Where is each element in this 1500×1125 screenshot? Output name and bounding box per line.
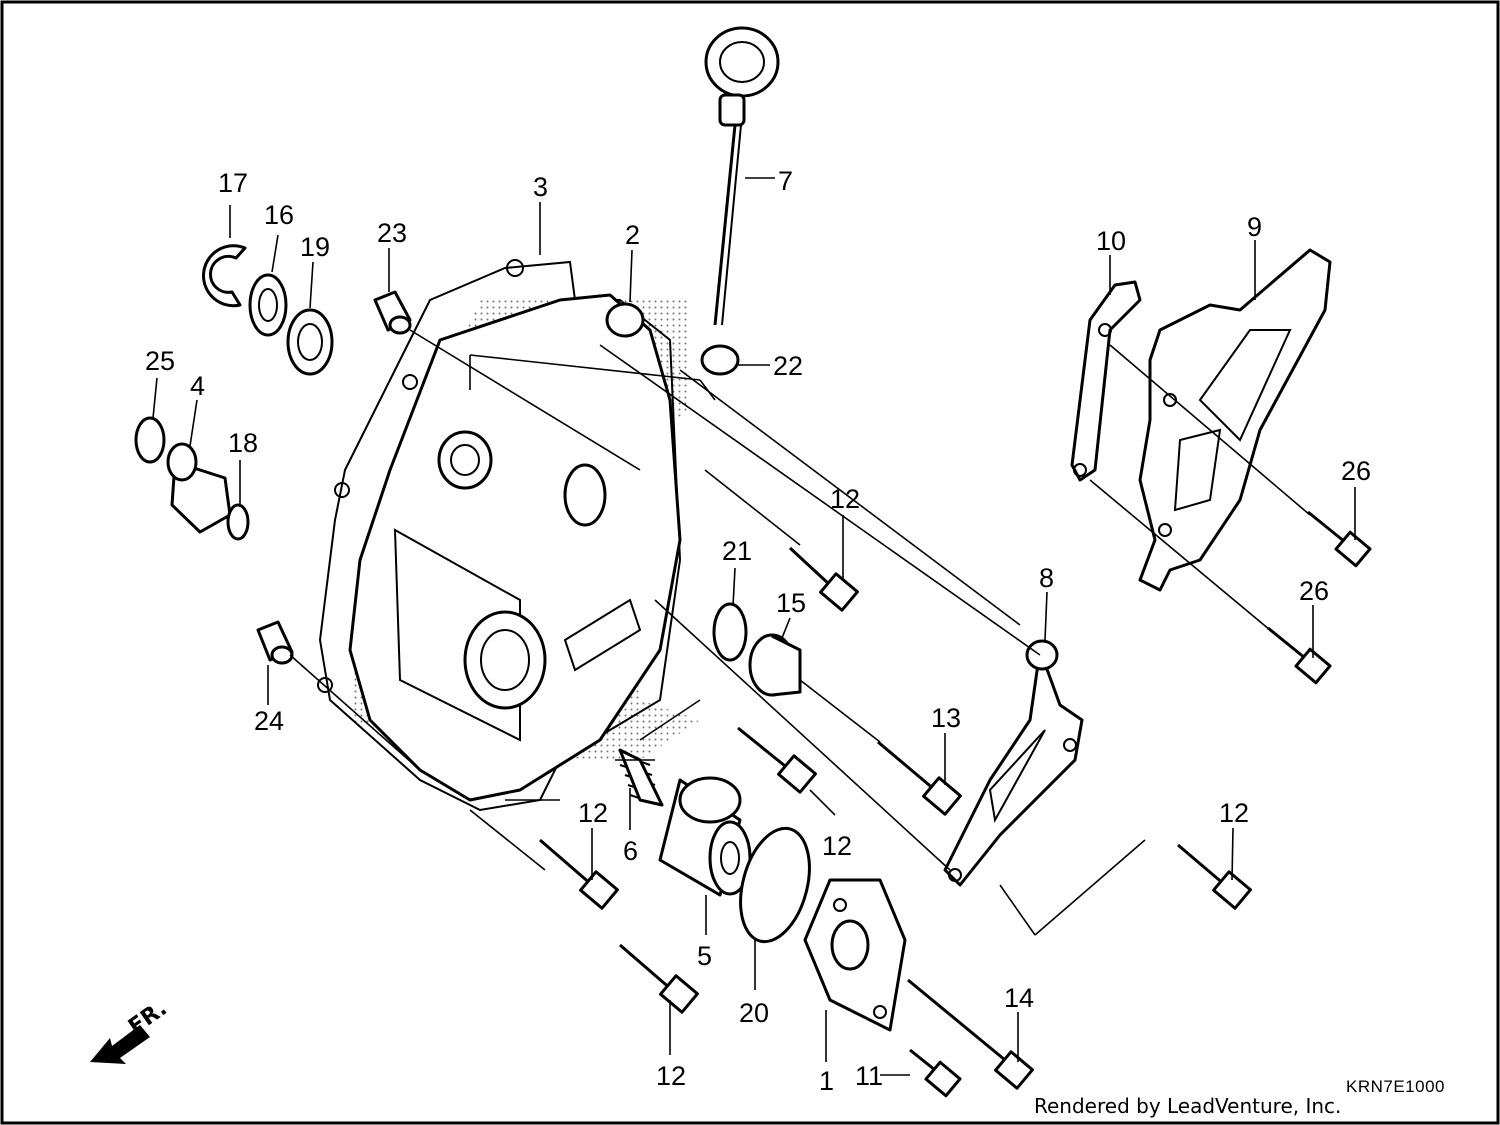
callout-11: 11 <box>855 1061 883 1091</box>
callout-19: 19 <box>300 232 330 262</box>
left-crankcase-cover <box>348 293 682 802</box>
o-ring-22 <box>700 344 740 376</box>
callout-20: 20 <box>739 998 769 1028</box>
callout-25: 25 <box>145 346 175 376</box>
o-ring-21 <box>712 602 748 662</box>
callout-24: 24 <box>254 706 284 736</box>
callout-8: 8 <box>1039 563 1054 593</box>
callout-12-left: 12 <box>578 798 608 828</box>
callout-26-upper: 26 <box>1341 456 1371 486</box>
oil-seal-19 <box>286 308 334 376</box>
callout-22: 22 <box>773 351 803 381</box>
washer-18 <box>226 503 250 541</box>
callout-7: 7 <box>778 166 793 196</box>
callout-12-upper: 12 <box>830 484 860 514</box>
callout-21: 21 <box>722 536 752 566</box>
callout-12-right: 12 <box>1219 798 1249 828</box>
bolt-12-right <box>1177 843 1252 910</box>
callout-17: 17 <box>218 168 248 198</box>
diagram-code: KRN7E1000 <box>1346 1077 1445 1096</box>
callout-labels: 17 16 19 25 4 18 3 23 2 7 22 10 9 26 12 … <box>145 166 1371 1096</box>
callout-5: 5 <box>697 941 712 971</box>
o-ring-20 <box>739 826 811 944</box>
callout-3: 3 <box>533 172 548 202</box>
callout-15: 15 <box>776 588 806 618</box>
snap-ring-25 <box>134 416 166 464</box>
bolt-26-upper <box>1307 510 1372 568</box>
callout-2: 2 <box>625 220 640 250</box>
plate-10 <box>1070 280 1142 482</box>
sprocket-cover-9 <box>1138 248 1332 592</box>
bolt-26-lower <box>1267 626 1332 685</box>
callout-6: 6 <box>623 836 638 866</box>
callout-16: 16 <box>264 200 294 230</box>
dowel-pin-23 <box>373 290 412 335</box>
bolt-12-mid <box>737 726 817 794</box>
dowel-pin-24 <box>256 620 294 665</box>
callout-13: 13 <box>931 703 961 733</box>
bolt-14 <box>907 978 1034 1090</box>
credit-text: Rendered by LeadVenture, Inc. <box>1034 1094 1341 1118</box>
leader-lines <box>152 177 1356 1076</box>
oil-filter-cover-1 <box>803 878 907 1032</box>
filter-cap-15 <box>748 633 802 697</box>
bolt-13 <box>877 740 962 816</box>
callout-23: 23 <box>377 218 407 248</box>
callout-12-mid: 12 <box>822 831 852 861</box>
callout-10: 10 <box>1096 226 1126 256</box>
oil-filter-5 <box>658 776 752 897</box>
bolt-12-left <box>539 838 619 910</box>
bolt-12-upper <box>788 546 859 612</box>
oil-level-dipstick <box>704 26 780 326</box>
callout-1: 1 <box>819 1066 834 1096</box>
callout-18: 18 <box>228 428 258 458</box>
callout-26-lower: 26 <box>1299 576 1329 606</box>
bolt-12-bottom <box>619 943 699 1014</box>
callout-9: 9 <box>1247 212 1262 242</box>
front-arrow-icon: FR. <box>90 996 172 1064</box>
callout-14: 14 <box>1004 983 1034 1013</box>
step-bracket-8 <box>943 639 1084 887</box>
shift-shaft-4 <box>166 442 232 534</box>
snap-ring-17 <box>202 244 247 308</box>
washer-16 <box>248 273 288 337</box>
callout-12-bottom: 12 <box>656 1061 686 1091</box>
bolt-11 <box>909 1048 962 1098</box>
callout-4: 4 <box>190 371 205 401</box>
